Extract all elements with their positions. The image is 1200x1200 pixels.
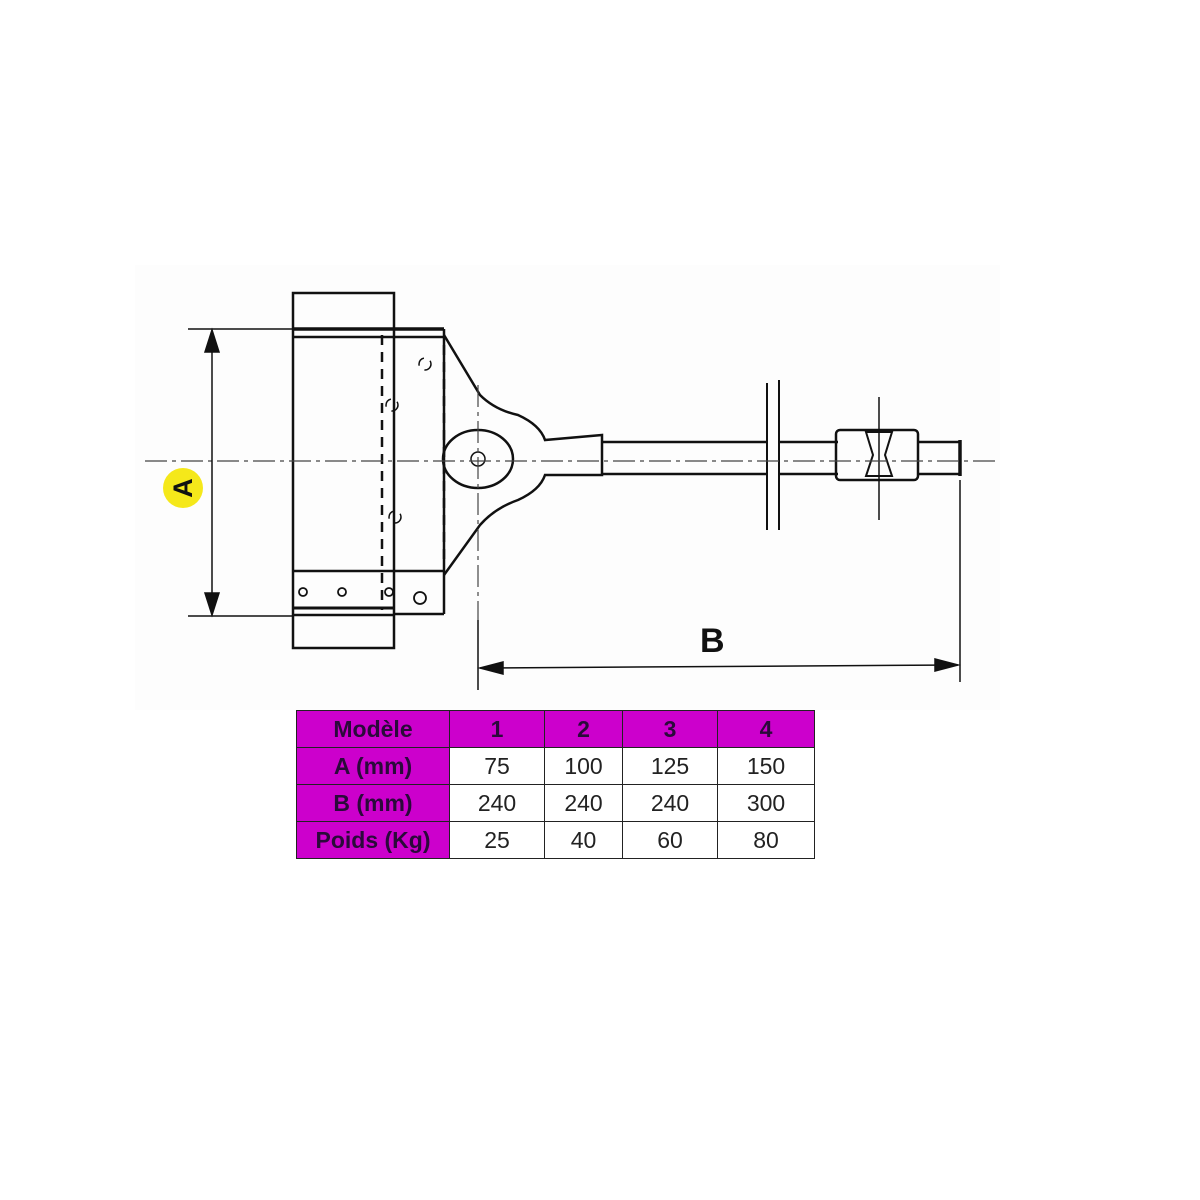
header-model-3: 3: [622, 710, 718, 748]
table-header-row: Modèle 1 2 3 4: [296, 710, 815, 748]
table-row: A (mm) 75 100 125 150: [296, 747, 815, 785]
cell: 75: [449, 747, 545, 785]
row-label-a: A (mm): [296, 747, 450, 785]
row-label-b: B (mm): [296, 784, 450, 822]
cell: 240: [544, 784, 623, 822]
cell: 40: [544, 821, 623, 859]
header-model-4: 4: [717, 710, 815, 748]
row-label-weight: Poids (Kg): [296, 821, 450, 859]
model-spec-table: Modèle 1 2 3 4 A (mm) 75 100 125 150 B (…: [296, 710, 815, 859]
cell: 240: [622, 784, 718, 822]
clamp-body: [291, 291, 396, 650]
dimension-a-label: A: [168, 478, 198, 498]
cell: 300: [717, 784, 815, 822]
dimension-a-highlight: [163, 468, 203, 508]
table-row: Poids (Kg) 25 40 60 80: [296, 821, 815, 859]
cell: 150: [717, 747, 815, 785]
coupling-nut: [834, 428, 920, 482]
cell: 60: [622, 821, 718, 859]
header-model-2: 2: [544, 710, 623, 748]
cell: 80: [717, 821, 815, 859]
cell: 100: [544, 747, 623, 785]
drawing-background: [135, 265, 1000, 710]
cell: 240: [449, 784, 545, 822]
table-row: B (mm) 240 240 240 300: [296, 784, 815, 822]
cell: 125: [622, 747, 718, 785]
header-model-1: 1: [449, 710, 545, 748]
arm-web: [442, 334, 604, 576]
header-model-label: Modèle: [296, 710, 450, 748]
dimension-b-label: B: [700, 622, 725, 660]
cell: 25: [449, 821, 545, 859]
